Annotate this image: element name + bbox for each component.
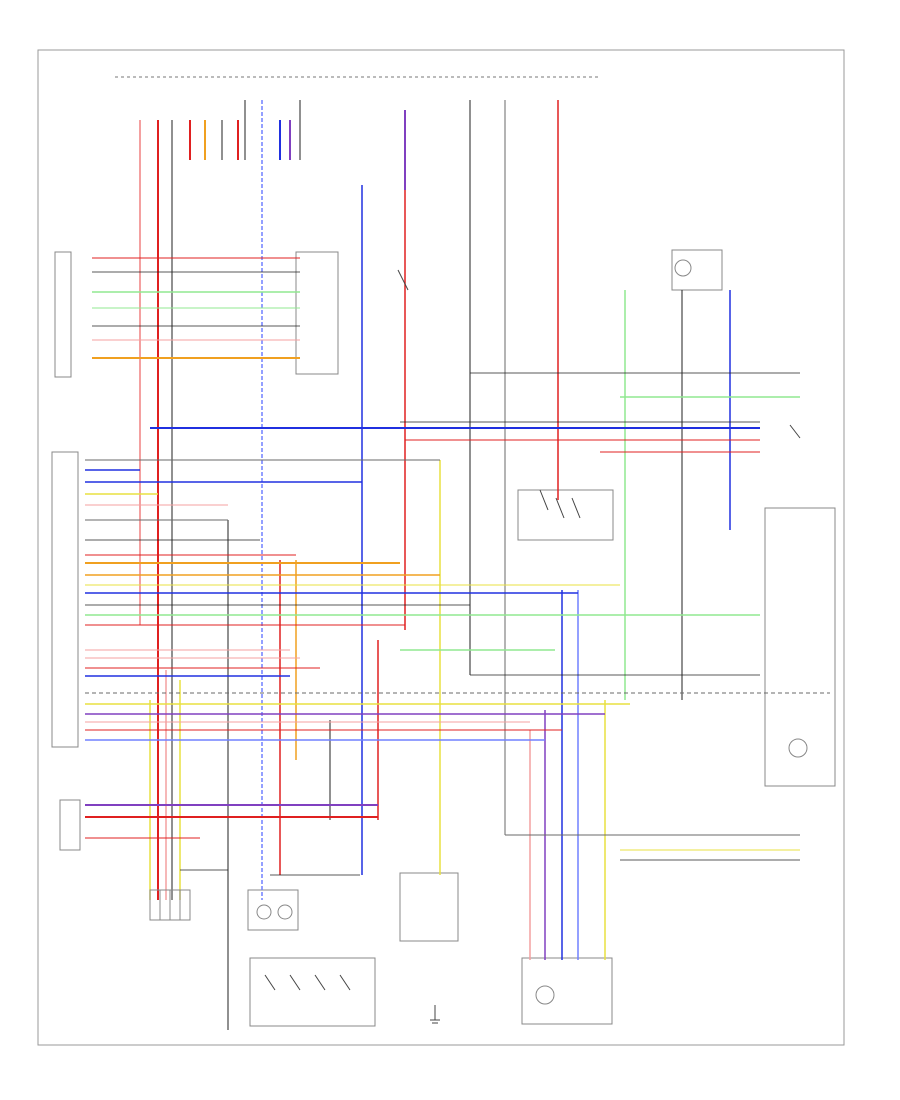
switch-contact [289,974,301,991]
compressor-box [671,249,723,291]
switch-contact [789,424,801,439]
compressor-clutch-icon [674,259,692,277]
engine-control-module-connector [54,251,72,378]
switch-contact [539,489,549,511]
indicator-lamp-icon [788,738,808,758]
blower-switch-box [247,889,299,931]
blower-knob-left-icon [256,904,272,920]
lower-left-connector [59,799,81,851]
switch-contact [571,497,581,519]
ground-icon [430,1005,440,1024]
bottom-left-connector [149,889,191,921]
sensor-box [399,872,459,942]
diagram-frame [37,49,845,1046]
hvac-control-unit-connector [51,451,79,748]
switch-contact [339,974,351,991]
switch-contact [264,974,276,991]
blower-knob-right-icon [277,904,293,920]
switch-contact [314,974,326,991]
fan-motor-box [521,957,613,1025]
relay-box-1 [295,251,339,375]
fan-motor-icon [535,985,555,1005]
control-switch-box [249,957,376,1027]
relay-box-main [517,489,614,541]
switch-contact [555,497,565,519]
right-control-unit [764,507,836,787]
switch-contact [397,269,409,291]
